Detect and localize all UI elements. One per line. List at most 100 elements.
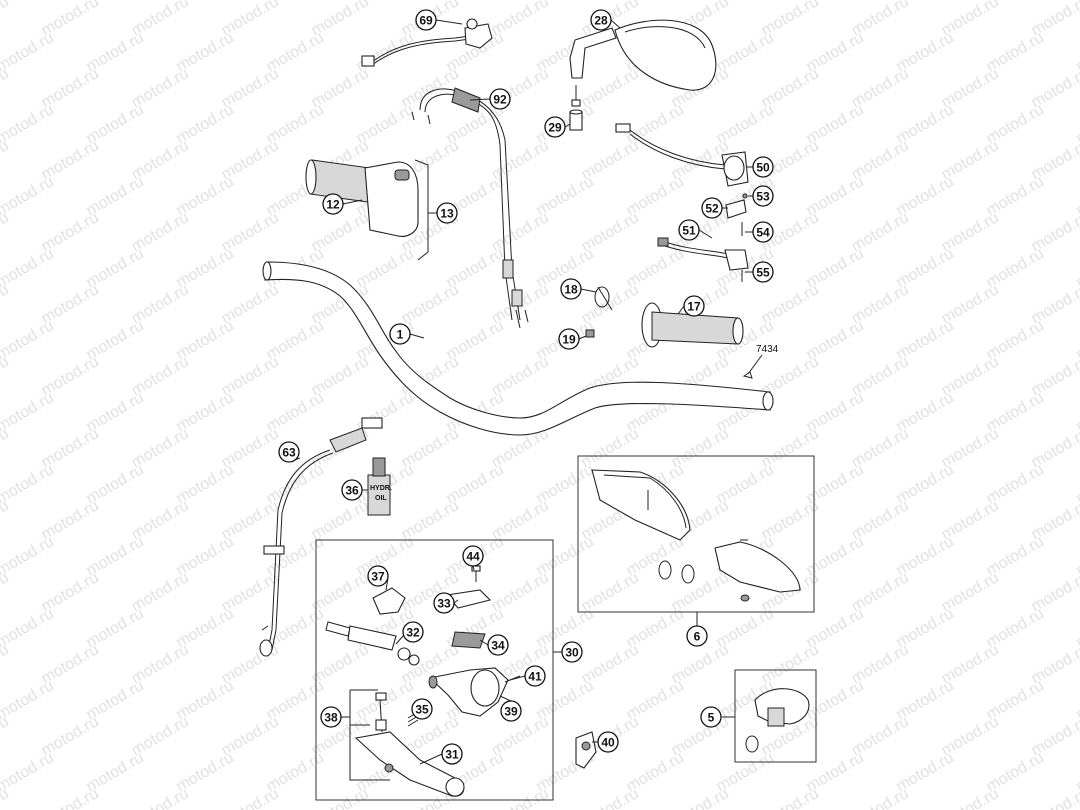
bottle-label-line1: HYDR.: [370, 485, 392, 492]
callout-label: 1: [397, 328, 404, 342]
callout-54: 54: [752, 221, 774, 243]
callout-circle: [752, 185, 774, 207]
clutch-line-63: [259, 417, 383, 657]
switch-cable-69: [361, 18, 493, 67]
callout-label: 54: [756, 226, 770, 240]
callout-label: 17: [687, 300, 701, 314]
watermark-text: motod.ru: [939, 785, 1002, 810]
callout-32: 32: [402, 621, 424, 643]
callout-label: 55: [756, 266, 770, 280]
callout-19: 19: [558, 328, 580, 350]
watermark-text: motod.ru: [0, 353, 12, 399]
watermark-text: motod.ru: [0, 389, 57, 435]
watermark-text: motod.ru: [0, 209, 12, 255]
callout-circle: [320, 706, 342, 728]
callout-label: 35: [415, 703, 429, 717]
reference-code: 7434: [756, 344, 779, 355]
handguard-frame: [577, 455, 815, 613]
callout-circle: [686, 625, 708, 647]
watermark-text: motod.ru: [0, 641, 12, 687]
watermark-text: motod.ru: [759, 785, 822, 810]
part-29: [569, 85, 583, 131]
watermark-text: motod.ru: [0, 569, 12, 615]
callout-circle: [367, 565, 389, 587]
part-40: [575, 731, 597, 769]
callout-circle: [590, 9, 612, 31]
callout-circle: [597, 731, 619, 753]
callout-69: 69: [415, 9, 437, 31]
callout-circle: [402, 621, 424, 643]
throttle-cables-92: [411, 87, 529, 329]
callout-label: 52: [705, 202, 719, 216]
callout-label: 51: [682, 224, 696, 238]
callout-circle: [560, 278, 582, 300]
callout-circle: [558, 328, 580, 350]
master-cylinder-parts: [325, 565, 521, 797]
handlebar: [262, 261, 774, 436]
callout-35: 35: [411, 698, 433, 720]
watermark-text: motod.ru: [0, 605, 57, 651]
watermark-text: motod.ru: [669, 785, 732, 810]
master-cylinder-frame: [315, 539, 554, 801]
callout-circle: [278, 441, 300, 463]
callout-circle: [341, 479, 363, 501]
callout-53: 53: [752, 185, 774, 207]
callout-label: 34: [491, 639, 505, 653]
callout-circle: [411, 698, 433, 720]
watermark-text: motod.ru: [0, 785, 12, 810]
callout-label: 5: [708, 711, 715, 725]
callout-circle: [462, 545, 484, 567]
watermark-text: motod.ru: [0, 461, 57, 507]
callout-label: 30: [565, 646, 579, 660]
watermark-text: motod.ru: [129, 785, 192, 810]
callout-circle: [683, 295, 705, 317]
watermark-text: motod.ru: [0, 173, 57, 219]
callout-circle: [700, 706, 722, 728]
watermark-text: motod.ru: [0, 425, 12, 471]
part-19: [585, 329, 595, 338]
callout-44: 44: [462, 545, 484, 567]
watermark-text: motod.ru: [0, 101, 57, 147]
watermark-text: motod.ru: [219, 785, 282, 810]
watermark-text: motod.ru: [0, 677, 57, 723]
callout-39: 39: [500, 700, 522, 722]
callout-label: 12: [326, 198, 340, 212]
callout-52: 52: [701, 197, 723, 219]
oil-bottle-36: HYDR. OIL: [367, 457, 392, 516]
watermark-text: motod.ru: [0, 0, 12, 39]
callout-circle: [701, 197, 723, 219]
switch-assembly-50: [615, 123, 749, 282]
callout-circle: [389, 323, 411, 345]
callout-label: 41: [528, 670, 542, 684]
watermark-text: motod.ru: [309, 785, 372, 810]
callout-label: 39: [504, 705, 518, 719]
watermark-text: motod.ru: [0, 65, 12, 111]
callout-28: 28: [590, 9, 612, 31]
watermark-text: motod.ru: [489, 785, 552, 810]
watermark-text: motod.ru: [0, 317, 57, 363]
watermark-text: motod.ru: [579, 785, 642, 810]
callout-label: 32: [406, 626, 420, 640]
watermark-text: motod.ru: [0, 533, 57, 579]
grip-17: [641, 302, 744, 348]
callout-circle: [752, 156, 774, 178]
callout-37: 37: [367, 565, 389, 587]
callout-29: 29: [544, 116, 566, 138]
callout-circle: [487, 634, 509, 656]
callout-label: 44: [466, 550, 480, 564]
callout-36: 36: [341, 479, 363, 501]
watermark-text: motod.ru: [0, 281, 12, 327]
callout-18: 18: [560, 278, 582, 300]
bottle-label-line2: OIL: [375, 495, 387, 502]
callout-label: 29: [548, 121, 562, 135]
callout-6: 6: [686, 625, 708, 647]
throttle-grip-12: [305, 159, 429, 261]
callout-41: 41: [524, 665, 546, 687]
part-5-frame: [734, 669, 817, 763]
callout-40: 40: [597, 731, 619, 753]
watermark-text: motod.ru: [1029, 785, 1080, 810]
callout-circle: [489, 88, 511, 110]
callout-circle: [561, 641, 583, 663]
